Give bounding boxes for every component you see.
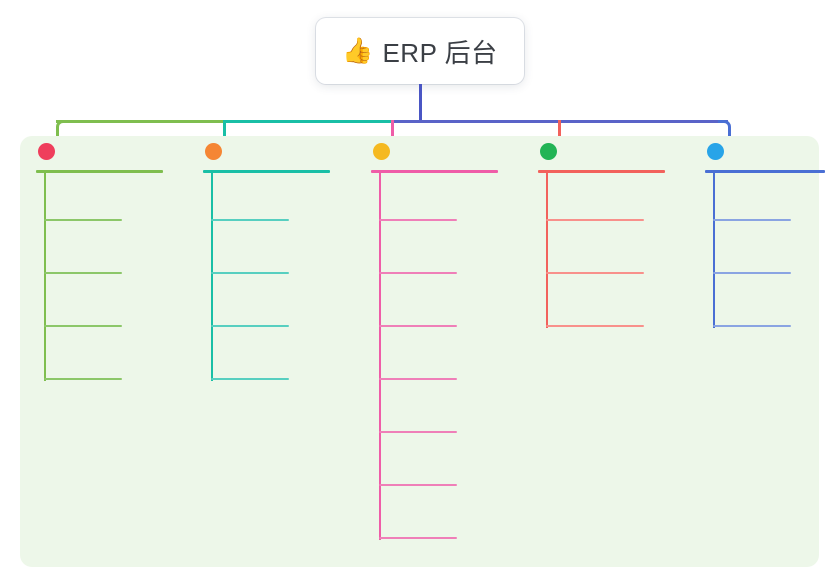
branch-item[interactable] xyxy=(522,279,674,332)
branch-item-underline xyxy=(379,484,457,486)
thumbs-up-icon: 👍 xyxy=(342,36,374,65)
branch-header-3[interactable] xyxy=(355,136,507,166)
connector-bar-green xyxy=(56,120,223,123)
branch-spine xyxy=(546,173,548,328)
branch-header-2[interactable] xyxy=(187,136,339,166)
branch-item[interactable] xyxy=(689,173,835,226)
branch-item[interactable] xyxy=(689,226,835,279)
branch-item[interactable] xyxy=(689,279,835,332)
branches-panel xyxy=(20,136,825,567)
root-node[interactable]: 👍 ERP 后台 xyxy=(316,18,524,84)
branch-number-badge xyxy=(38,142,55,160)
branch-header-underline xyxy=(36,170,163,173)
branch-header-underline xyxy=(203,170,330,173)
branch-item[interactable] xyxy=(355,438,507,491)
branch-item-underline xyxy=(713,219,791,221)
branch-number-badge xyxy=(205,142,222,160)
branch-item-list xyxy=(689,173,835,332)
branch-item[interactable] xyxy=(20,332,172,385)
branch-item-underline xyxy=(44,325,122,327)
branch-item[interactable] xyxy=(20,226,172,279)
branch-item-underline xyxy=(546,219,644,221)
branch-number-badge xyxy=(707,142,724,160)
branch-item-underline xyxy=(44,378,122,380)
branch-item[interactable] xyxy=(187,226,339,279)
root-stem xyxy=(419,84,422,123)
branch-item[interactable] xyxy=(355,226,507,279)
branch-item[interactable] xyxy=(522,226,674,279)
branch-item-underline xyxy=(379,272,457,274)
branch-column-3 xyxy=(355,136,507,544)
branch-item-underline xyxy=(44,272,122,274)
branch-item-underline xyxy=(211,272,289,274)
branch-item-list xyxy=(522,173,674,332)
branch-item-underline xyxy=(546,272,644,274)
branch-item[interactable] xyxy=(355,173,507,226)
branch-item-list xyxy=(20,173,172,385)
branch-column-2 xyxy=(187,136,339,385)
branch-number-badge xyxy=(540,142,557,160)
branch-item[interactable] xyxy=(355,491,507,544)
branch-item[interactable] xyxy=(187,173,339,226)
branch-column-5 xyxy=(689,136,835,332)
branch-item[interactable] xyxy=(522,173,674,226)
branch-item[interactable] xyxy=(355,279,507,332)
branch-header-4[interactable] xyxy=(522,136,674,166)
branch-item-underline xyxy=(713,325,791,327)
branch-item[interactable] xyxy=(20,279,172,332)
branch-header-5[interactable] xyxy=(689,136,835,166)
branch-item-underline xyxy=(211,378,289,380)
branch-header-underline xyxy=(538,170,665,173)
branch-spine xyxy=(713,173,715,328)
branch-header-underline xyxy=(371,170,498,173)
branch-header-1[interactable] xyxy=(20,136,172,166)
branch-column-1 xyxy=(20,136,172,385)
branch-item-underline xyxy=(44,219,122,221)
branch-header-underline xyxy=(705,170,825,173)
branch-item-underline xyxy=(211,219,289,221)
branch-number-badge xyxy=(373,142,390,160)
branch-column-4 xyxy=(522,136,674,332)
branch-item-underline xyxy=(379,325,457,327)
branch-item[interactable] xyxy=(187,332,339,385)
branch-item-underline xyxy=(546,325,644,327)
root-title: ERP 后台 xyxy=(382,37,498,68)
branch-item[interactable] xyxy=(355,385,507,438)
branch-spine xyxy=(44,173,46,381)
branch-item-underline xyxy=(211,325,289,327)
branch-item[interactable] xyxy=(187,279,339,332)
branch-spine xyxy=(379,173,381,540)
branch-item-underline xyxy=(379,378,457,380)
branch-item-list xyxy=(187,173,339,385)
branch-spine xyxy=(211,173,213,381)
branch-item-list xyxy=(355,173,507,544)
branch-item[interactable] xyxy=(355,332,507,385)
branch-item[interactable] xyxy=(20,173,172,226)
branch-item-underline xyxy=(379,537,457,539)
connector-bar-teal xyxy=(223,120,391,123)
branch-item-underline xyxy=(379,219,457,221)
branch-item-underline xyxy=(379,431,457,433)
branch-item-underline xyxy=(713,272,791,274)
